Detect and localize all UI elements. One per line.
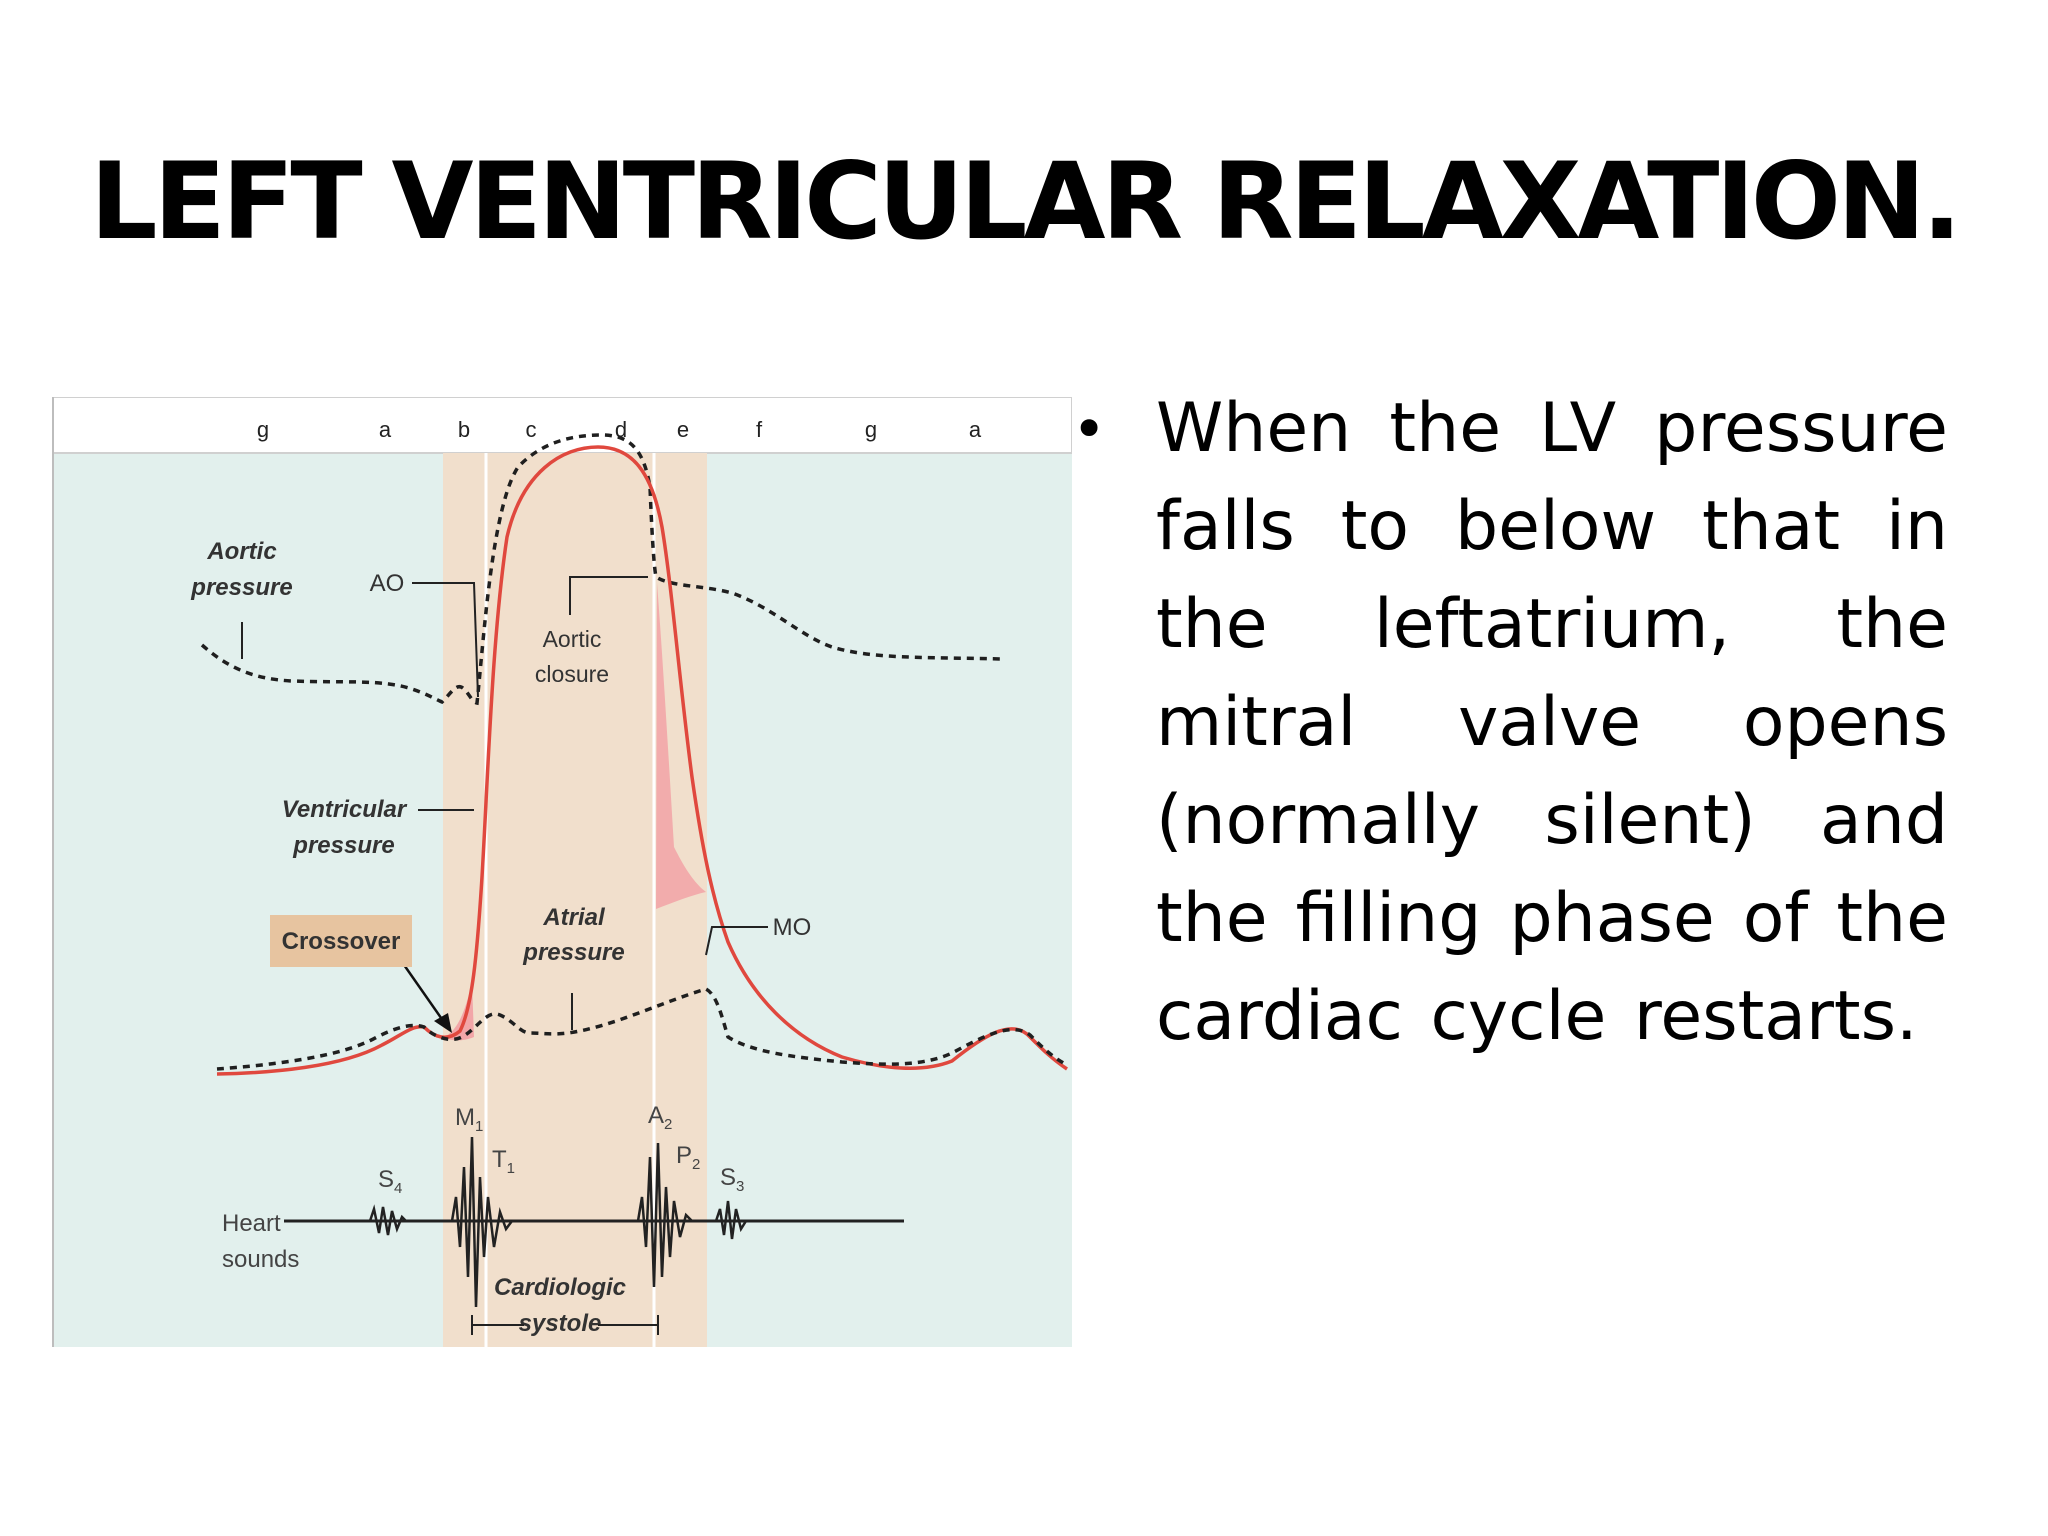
atrial-pressure-label: Atrial [542, 904, 606, 931]
phase-label: a [379, 417, 392, 442]
crossover-fill [444, 982, 474, 1041]
ventricular-pressure-curve [216, 445, 1068, 1076]
phase-label: a [969, 417, 982, 442]
crossover-label: Crossover [282, 928, 401, 955]
aortic-pressure-curve [200, 433, 1003, 706]
ventricular-pressure-label: Ventricular [282, 796, 408, 823]
ao-label: AO [370, 570, 405, 597]
phase-header [52, 397, 1072, 454]
bullet-icon: • [1072, 395, 1107, 463]
bullet-text: When the LV pressure falls to below that… [1156, 389, 1948, 1056]
ventricular-pressure-label: pressure [292, 832, 394, 859]
relaxation-fill [656, 583, 706, 909]
crossover-arrow-shaft [400, 961, 448, 1026]
phase-label: d [615, 417, 627, 442]
atrial-pressure-curve [216, 987, 1068, 1071]
aortic-closure-label: closure [535, 661, 609, 687]
slide-title: LEFT VENTRICULAR RELAXATION. [89, 140, 1962, 263]
phase-label: e [677, 417, 689, 442]
crossover-box [270, 915, 412, 967]
s1-sound-trace [450, 1136, 513, 1308]
p2-label: P2 [676, 1142, 700, 1173]
aortic-closure-leader [569, 576, 648, 615]
m1-label: M1 [455, 1104, 483, 1135]
s3-sound-trace [714, 1200, 748, 1240]
phase-label: f [756, 417, 763, 442]
a2-label: A2 [648, 1102, 672, 1133]
cardiac-cycle-diagram: g a b c d e f g a Aortic pressure AO Aor… [52, 397, 1072, 1347]
t1-label: T1 [492, 1146, 515, 1177]
phase-label: g [257, 417, 269, 442]
s4-label: S4 [378, 1166, 402, 1197]
s4-sound-trace [368, 1204, 407, 1236]
heart-sounds-label: Heart [222, 1210, 281, 1237]
aortic-closure-label: Aortic [543, 626, 602, 652]
phase-label: g [865, 417, 877, 442]
s3-label: S3 [720, 1164, 744, 1195]
s2-sound-trace [636, 1142, 693, 1288]
mo-label: MO [773, 914, 812, 941]
aortic-pressure-label: pressure [190, 574, 292, 601]
bullet-point: • When the LV pressure falls to below th… [1072, 380, 1948, 1066]
aortic-pressure-label: Aortic [206, 538, 276, 565]
cardiologic-systole-label: Cardiologic [494, 1274, 626, 1301]
mo-leader [705, 926, 768, 956]
cardiologic-systole-label: systole [519, 1310, 602, 1337]
ao-leader [412, 582, 479, 698]
crossover-arrowhead [434, 1013, 452, 1033]
heart-sounds-label: sounds [222, 1246, 299, 1273]
phase-label: c [526, 417, 537, 442]
phase-label: b [458, 417, 470, 442]
atrial-pressure-label: pressure [522, 939, 624, 966]
